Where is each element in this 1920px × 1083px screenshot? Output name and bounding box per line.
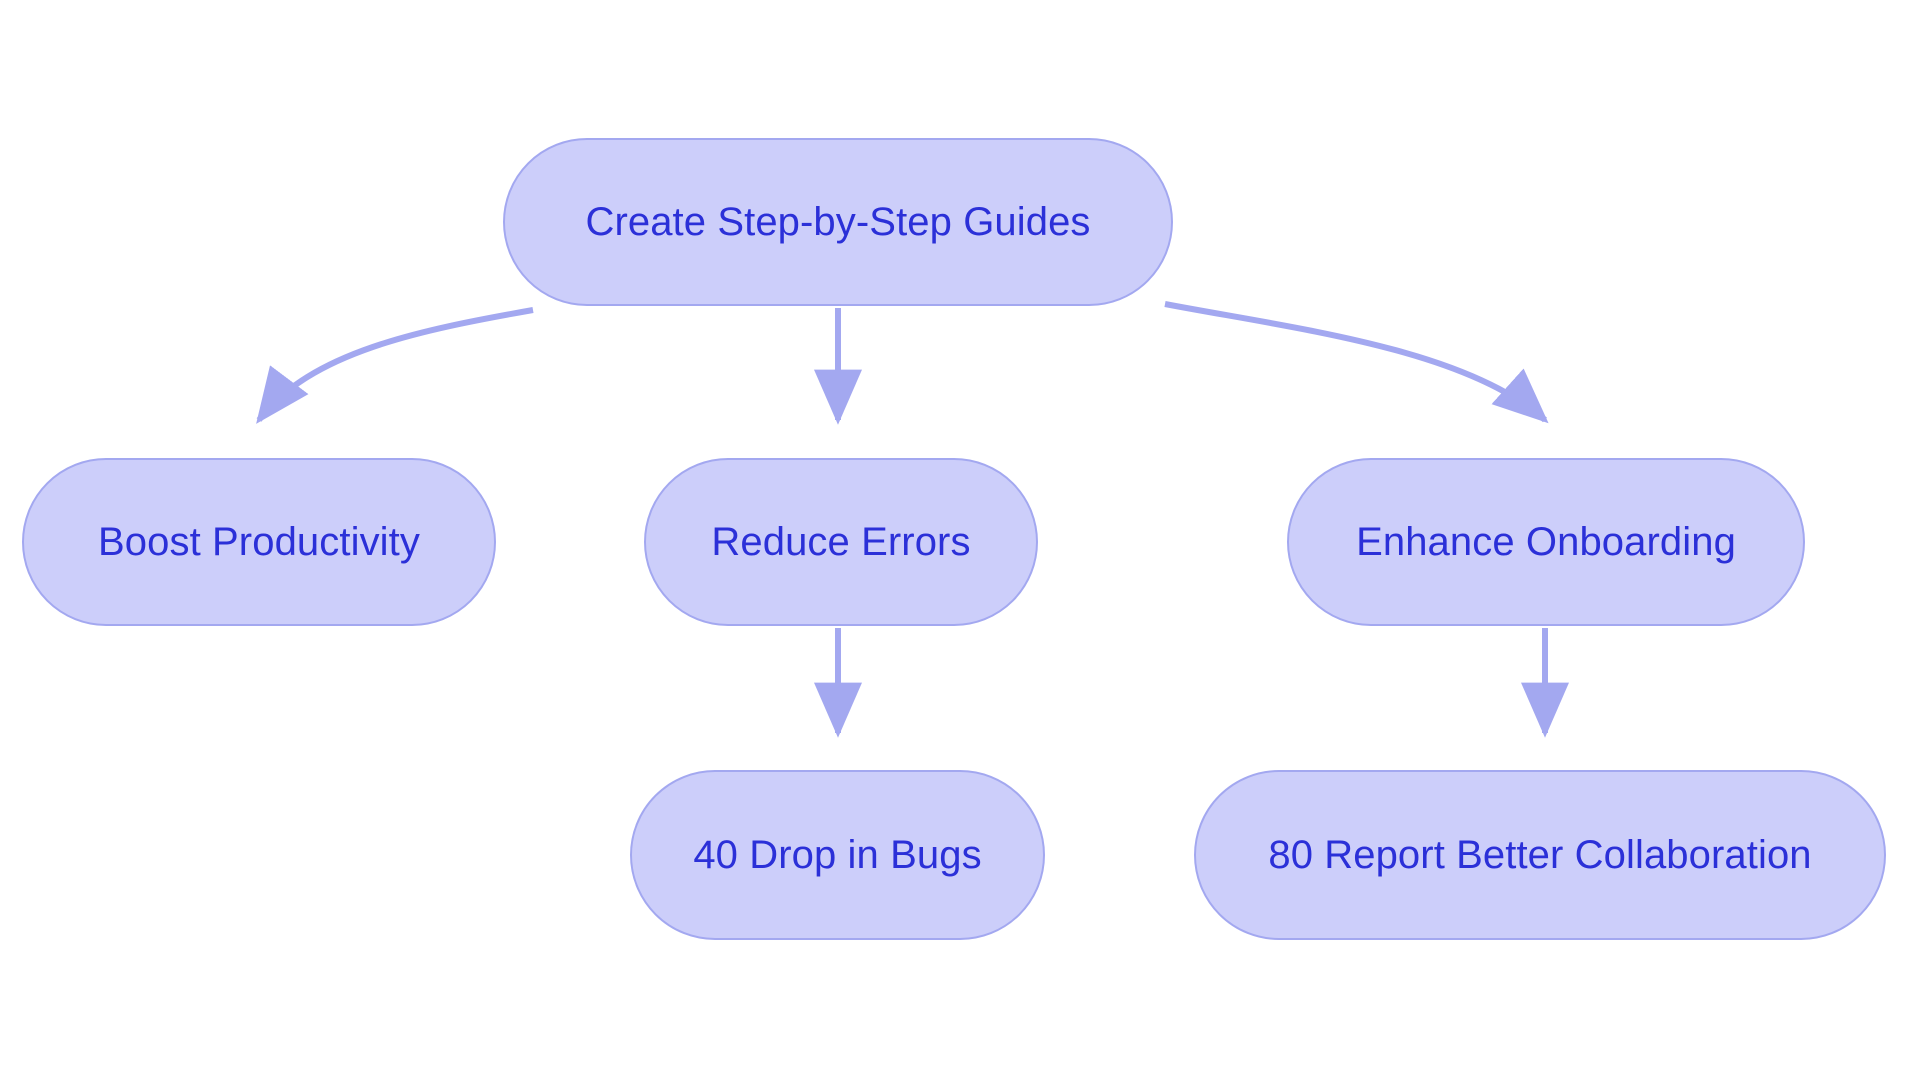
node-label: 40 Drop in Bugs	[693, 833, 982, 877]
node-enhance-onboarding[interactable]: Enhance Onboarding	[1287, 458, 1805, 626]
node-40-drop-in-bugs[interactable]: 40 Drop in Bugs	[630, 770, 1045, 940]
node-reduce-errors[interactable]: Reduce Errors	[644, 458, 1038, 626]
node-boost-productivity[interactable]: Boost Productivity	[22, 458, 496, 626]
node-label: Reduce Errors	[711, 520, 971, 564]
node-label: Boost Productivity	[98, 520, 420, 564]
node-label: Create Step-by-Step Guides	[585, 200, 1091, 244]
node-label: Enhance Onboarding	[1356, 520, 1736, 564]
edge-root-to-boost	[256, 307, 534, 424]
node-label: 80 Report Better Collaboration	[1268, 833, 1812, 877]
edge-root-to-onboarding	[1164, 301, 1549, 424]
node-80-report-better-collaboration[interactable]: 80 Report Better Collaboration	[1194, 770, 1886, 940]
node-create-step-by-step-guides[interactable]: Create Step-by-Step Guides	[503, 138, 1173, 306]
